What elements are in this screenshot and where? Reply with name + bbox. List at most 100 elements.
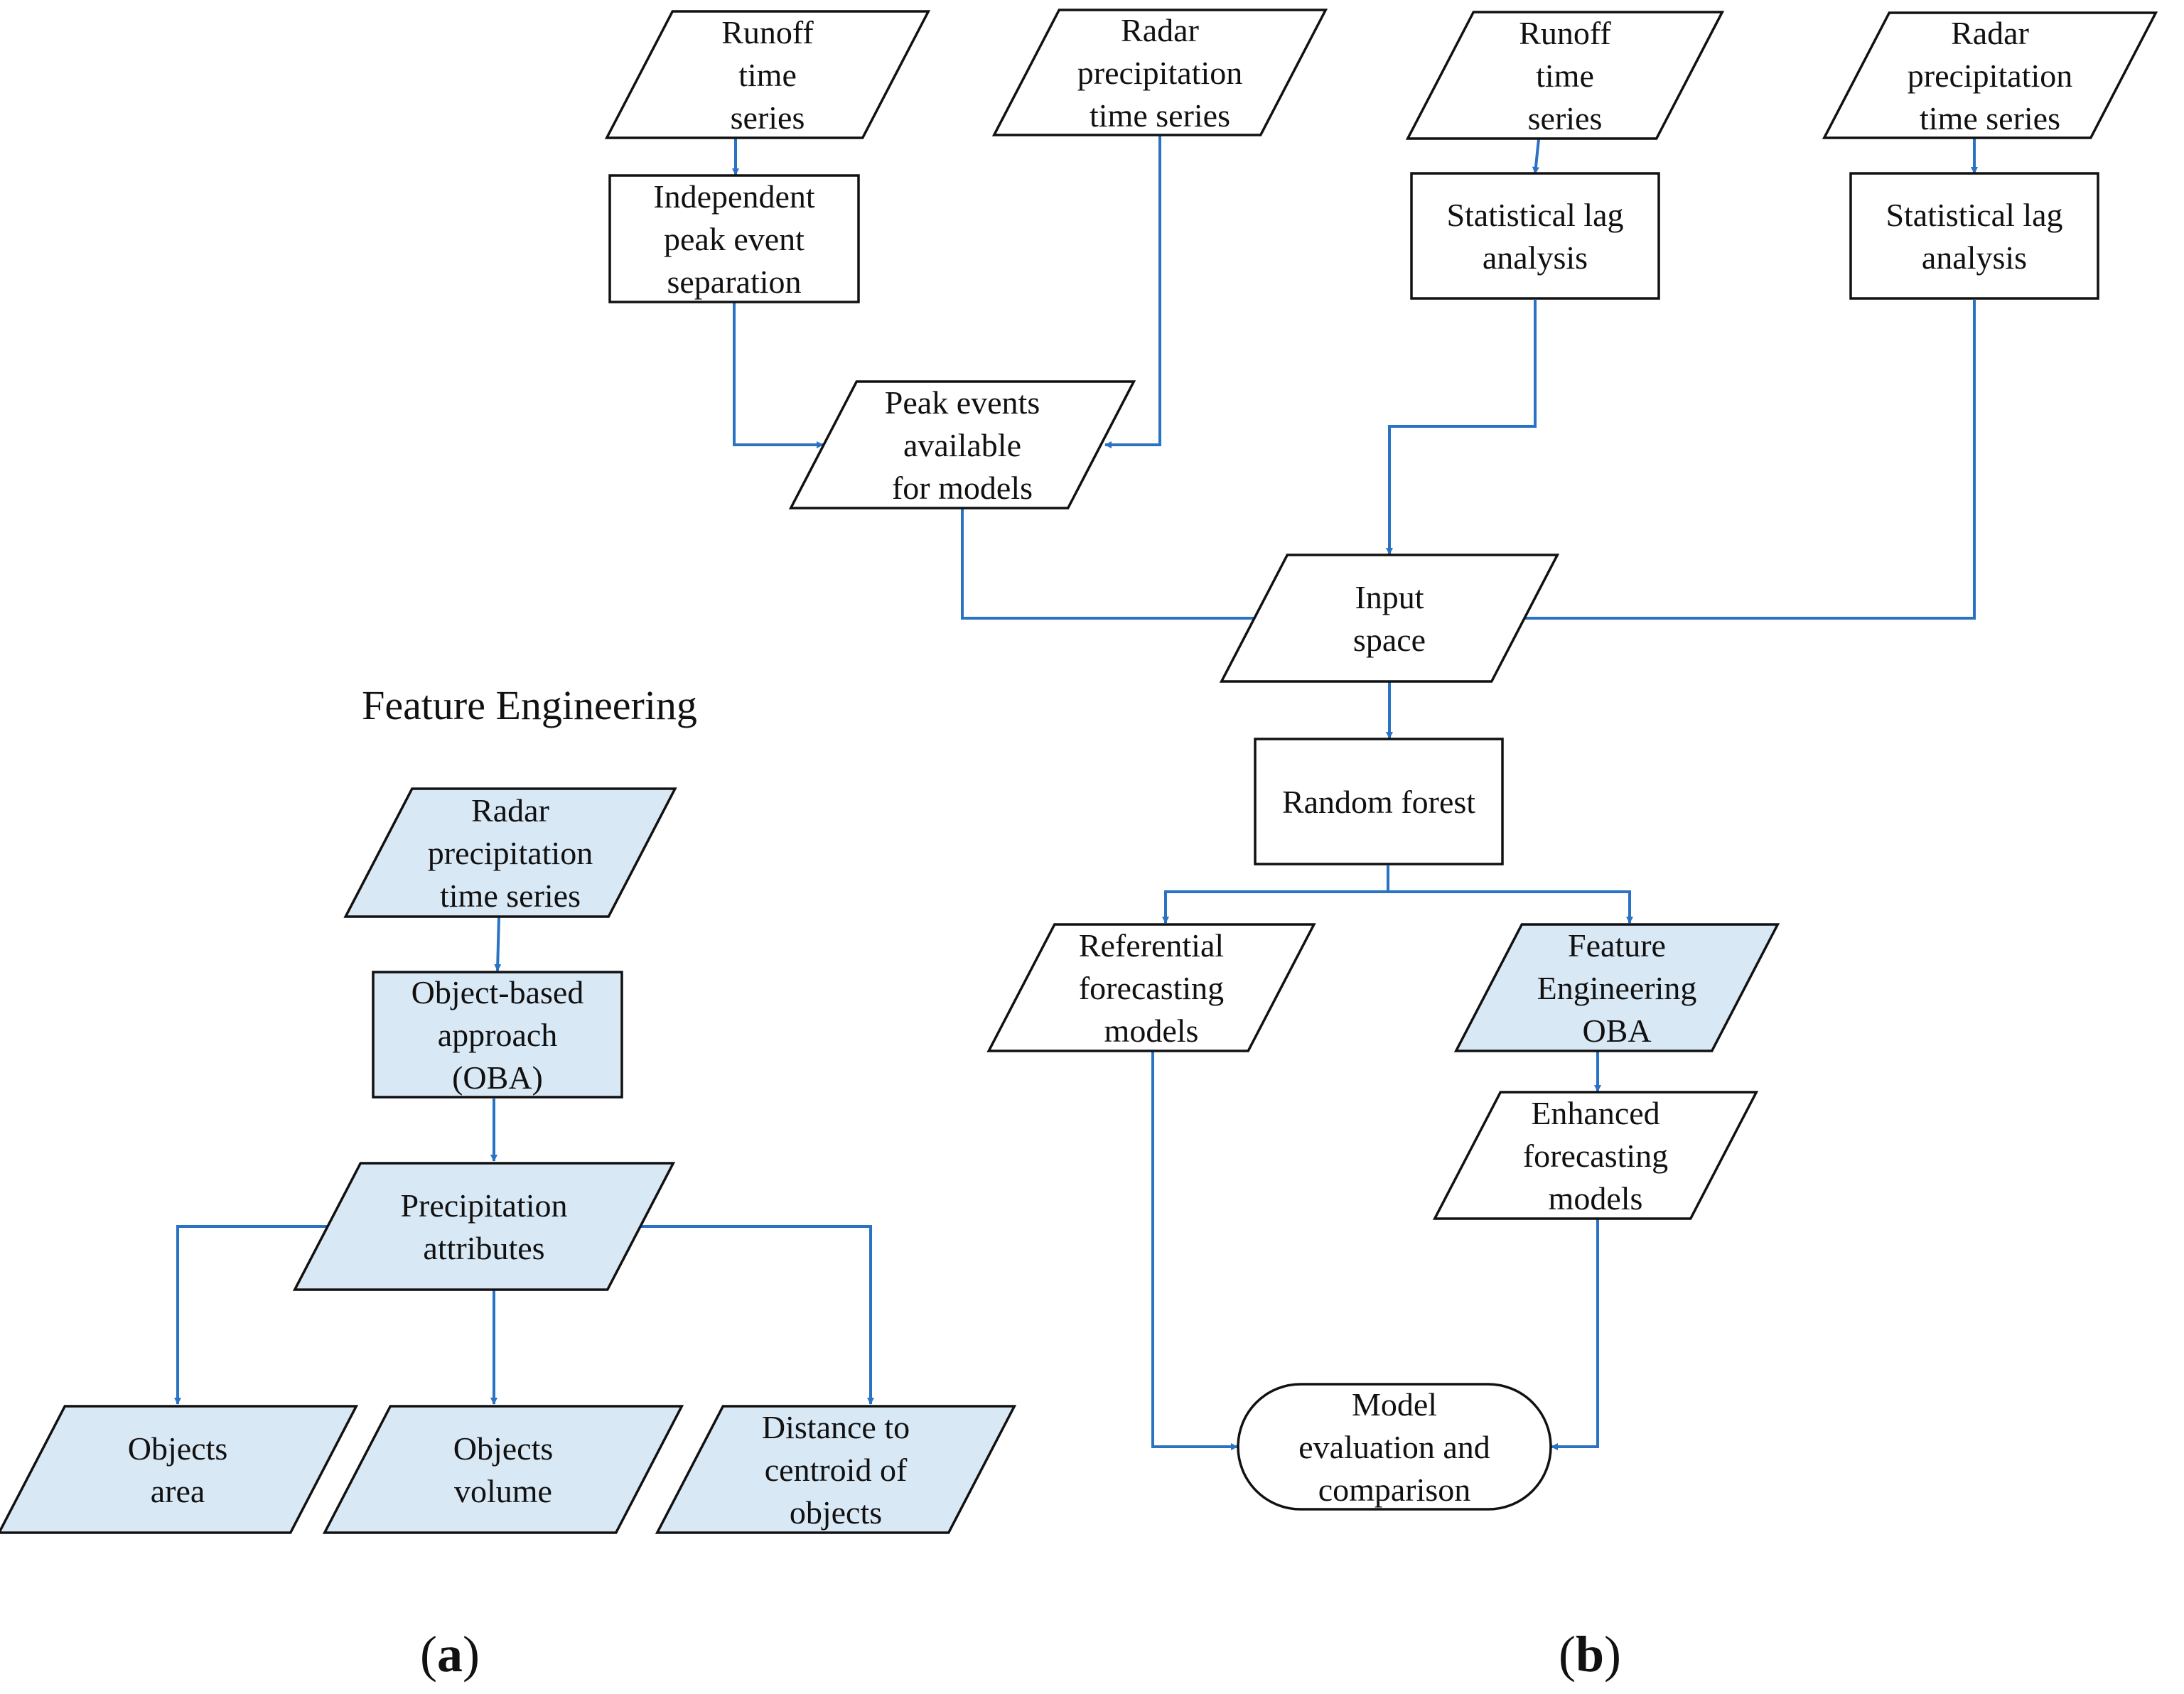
node-label-line: forecasting: [1079, 970, 1224, 1006]
panel-a-label-letter: a: [437, 1626, 463, 1683]
parallelogram-shape: [1405, 11, 1725, 140]
node-label-line: time series: [1920, 100, 2060, 136]
node-label-line: area: [151, 1473, 205, 1509]
panel-b-label-close: ): [1604, 1626, 1621, 1683]
panel-a-title: Feature Engineering: [362, 682, 697, 728]
node-label-line: Precipitation: [400, 1187, 567, 1224]
node-label-line: Objects: [128, 1430, 228, 1467]
node-label-line: models: [1549, 1180, 1643, 1216]
node-label-line: Objects: [453, 1430, 554, 1467]
node-label-line: OBA: [1582, 1013, 1651, 1049]
parallelogram-shape: [292, 1162, 676, 1291]
arrow-b-referential-evaluation: [1151, 1052, 1238, 1450]
node-b-radar1: Radar precipitation time series: [991, 9, 1328, 136]
node-label-line: time series: [1090, 97, 1230, 134]
parallelogram-shape: [322, 1405, 684, 1534]
node-label-line: comparison: [1318, 1472, 1471, 1508]
node-label-line: Statistical lag: [1886, 197, 2062, 233]
node-label-line: models: [1104, 1013, 1199, 1049]
parallelogram-shape: [1432, 1091, 1759, 1220]
arrow-a-attributes-area: [174, 1225, 334, 1405]
node-label-line: Distance to: [762, 1409, 910, 1445]
node-label-line: volume: [454, 1473, 552, 1509]
process-box-shape: [1849, 172, 2099, 300]
node-label-line: time: [738, 57, 797, 93]
node-a-area: Objects area: [0, 1405, 359, 1534]
node-label-line: evaluation and: [1298, 1429, 1490, 1465]
arrow-b-enhanced-evaluation: [1551, 1219, 1599, 1450]
arrow-a-attributes-distance: [633, 1225, 874, 1405]
parallelogram-shape: [343, 787, 677, 918]
node-label-line: series: [731, 99, 805, 136]
node-label-line: Random forest: [1282, 784, 1475, 820]
panel-b-label-letter: b: [1576, 1626, 1604, 1683]
process-box-shape: [608, 174, 860, 303]
node-label-line: Radar: [1121, 12, 1199, 48]
parallelogram-shape: [1822, 11, 2158, 139]
node-b-referential: Referential forecasting models: [986, 923, 1316, 1052]
parallelogram-shape: [991, 9, 1328, 136]
process-box-shape: [1254, 738, 1504, 865]
node-label-line: approach: [438, 1017, 558, 1053]
node-a-oba: Object-based approach (OBA): [372, 971, 623, 1099]
node-label-line: precipitation: [1908, 58, 2072, 94]
parallelogram-shape: [1453, 923, 1780, 1052]
node-label-line: precipitation: [1077, 55, 1242, 91]
node-b-runoff1: Runoff time series: [604, 10, 931, 139]
arrow-b-radar1-peak: [1104, 135, 1161, 448]
panel-a-label-open: (: [420, 1626, 437, 1683]
node-label-line: time series: [440, 878, 581, 914]
arrow-a-radar-oba: [494, 916, 502, 971]
node-layer: Radar precipitation time seriesObject-base…: [0, 9, 2158, 1534]
node-label-line: Runoff: [721, 14, 814, 50]
node-label-line: Referential: [1079, 927, 1224, 964]
parallelogram-shape: [604, 10, 931, 139]
node-label-line: centroid of: [765, 1452, 908, 1488]
node-label-line: precipitation: [428, 835, 593, 871]
panel-b-label: (b): [1559, 1626, 1621, 1683]
panel-b-label-open: (: [1559, 1626, 1576, 1683]
panel-a-label: (a): [420, 1626, 480, 1683]
node-label-line: (OBA): [452, 1059, 543, 1096]
node-label-line: Model: [1352, 1386, 1437, 1423]
parallelogram-shape: [0, 1405, 359, 1534]
process-box-shape: [372, 971, 623, 1099]
node-label-line: Runoff: [1519, 15, 1611, 51]
node-label-line: available: [903, 427, 1021, 463]
node-label-line: objects: [790, 1494, 882, 1531]
node-b-separation: Independent peak event separation: [608, 174, 860, 303]
node-label-line: analysis: [1483, 239, 1588, 276]
node-label-line: Radar: [471, 792, 549, 829]
node-label-line: Object-based: [411, 974, 584, 1010]
arrow-b-rf-referential: [1162, 865, 1389, 924]
arrow-b-peak-input: [961, 509, 1266, 622]
node-label-line: peak event: [664, 221, 805, 257]
node-label-line: separation: [667, 264, 801, 300]
panel-a-label-close: ): [463, 1626, 480, 1683]
parallelogram-shape: [788, 380, 1136, 509]
node-label-line: for models: [892, 470, 1033, 506]
node-label-line: series: [1528, 100, 1603, 136]
process-box-shape: [1410, 172, 1660, 300]
node-label-line: Independent: [653, 178, 815, 215]
arrow-b-lag2-input: [1517, 300, 1976, 622]
node-label-line: Input: [1355, 579, 1424, 615]
node-label-line: Enhanced: [1531, 1095, 1659, 1131]
node-label-line: analysis: [1922, 239, 2027, 276]
arrow-b-runoff2-lag1: [1532, 139, 1540, 174]
parallelogram-shape: [1219, 554, 1560, 683]
connector-layer: [174, 118, 1978, 1450]
node-b-rf: Random forest: [1254, 738, 1504, 865]
node-label-line: Feature: [1568, 927, 1666, 964]
parallelogram-shape: [655, 1405, 1017, 1534]
parallelogram-shape: [986, 923, 1316, 1052]
